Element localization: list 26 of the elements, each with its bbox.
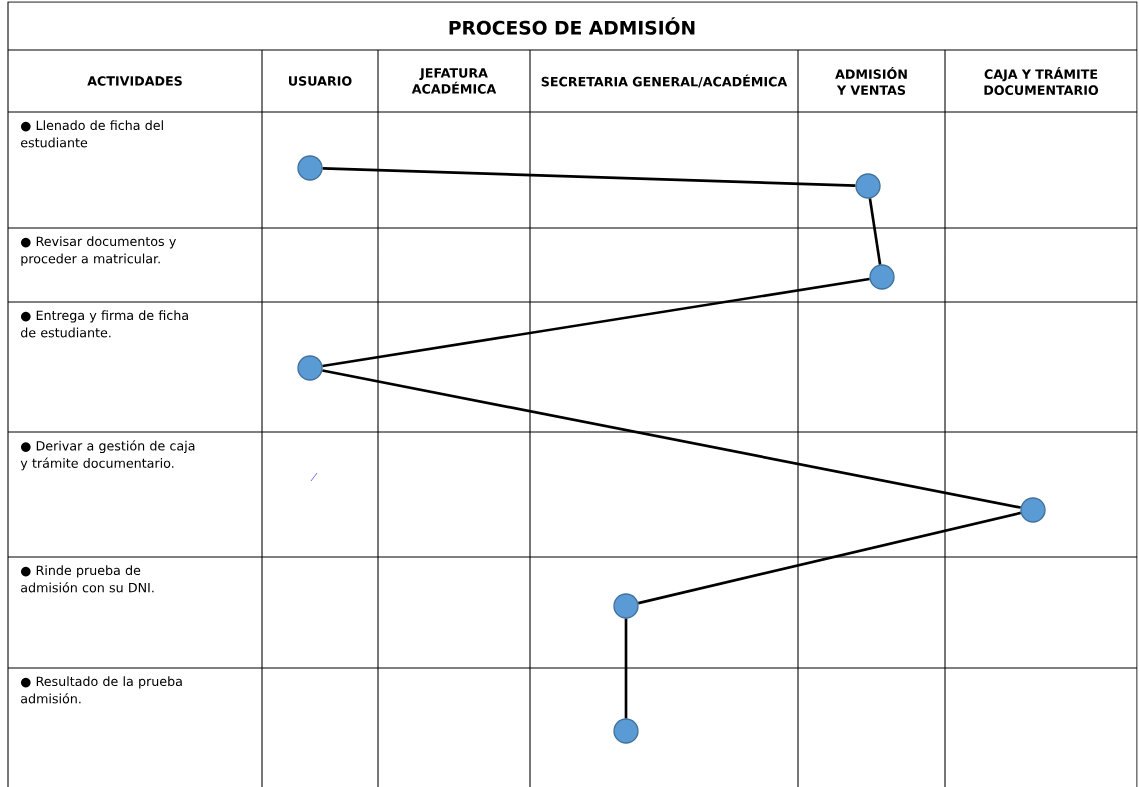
- flow-circle: [855, 173, 881, 199]
- column-header: SECRETARIA GENERAL/ACADÉMICA: [541, 74, 788, 88]
- connector-line: [322, 369, 1021, 509]
- column-header: USUARIO: [289, 76, 352, 86]
- activity-text: ● Llenado de ficha del estudiante: [20, 120, 163, 148]
- flow-circle: [1020, 497, 1046, 523]
- connector-line: [638, 511, 1021, 605]
- activity-text: ● Derivar a gestión de caja y trámite documentario.: [20, 440, 195, 471]
- connector-line: [868, 198, 882, 265]
- flow-circle: [613, 593, 639, 619]
- connector-line: [322, 277, 870, 368]
- flow-circle: [297, 355, 323, 381]
- column-header: ADMISIÓN Y VENTAS: [835, 67, 907, 95]
- connector-line: [322, 167, 856, 187]
- activity-text: ● Resultado de la prueba admisión.: [20, 676, 182, 704]
- activity-text: ● Revisar documentos y proceder a matricular.: [20, 236, 176, 266]
- flow-circle: [869, 264, 895, 290]
- column-header: CAJA Y TRÁMITE DOCUMENTARIO: [984, 67, 1099, 95]
- activity-text: ● Entrega y firma de ficha de estudiante.: [20, 310, 188, 338]
- column-header: JEFATURA ACADÉMICA: [411, 68, 497, 94]
- activity-text: ● Rinde prueba de admisión con su DNI.: [20, 565, 154, 593]
- table-title: PROCESO DE ADMISIÓN: [449, 17, 695, 35]
- flow-circle: [297, 155, 323, 181]
- column-header: ACTIVIDADES: [87, 76, 182, 86]
- flow-circle: [613, 718, 639, 744]
- connector-line: [624, 618, 628, 719]
